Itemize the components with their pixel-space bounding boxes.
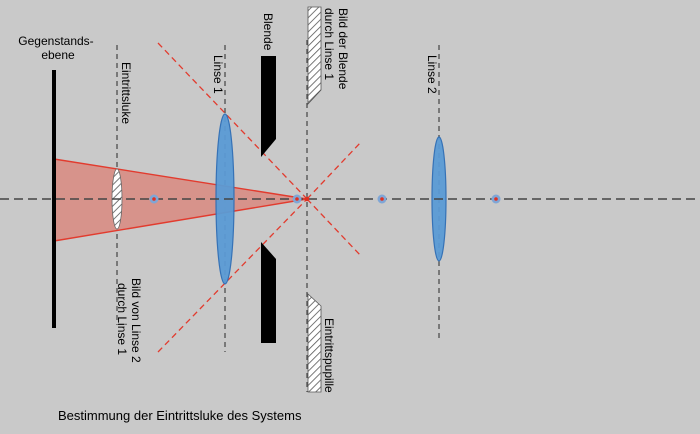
label-lens2-image-line1: Bild von Linse 2: [129, 278, 143, 363]
entrance-pupil-top: [307, 6, 322, 106]
label-entrance-pupil: Eintrittspupille: [322, 318, 336, 393]
caption: Bestimmung der Eintrittsluke des Systems: [58, 408, 302, 423]
ray-lower: [157, 198, 308, 353]
label-object-plane-line2: ebene: [41, 48, 75, 62]
label-object-plane-line1: Gegenstands-: [18, 34, 93, 48]
label-aperture: Blende: [261, 13, 275, 51]
ray-upper-continued: [306, 140, 363, 200]
focal-point-2: [292, 194, 302, 204]
cone-edge-bottom: [53, 198, 308, 242]
ray-lower-continued: [306, 198, 363, 258]
label-entrance-window: Eintrittsluke: [119, 62, 133, 124]
cone-edge-top: [53, 158, 308, 200]
pupil-center-point: [304, 196, 310, 202]
focal-point-3: [377, 194, 387, 204]
object-plane: [52, 70, 56, 328]
ray-upper: [157, 42, 308, 200]
aperture-stop-bottom: [261, 242, 276, 343]
label-aperture-image-line1: Bild der Blende: [336, 8, 350, 90]
label-lens2: Linse 2: [425, 55, 439, 94]
label-lens1: Linse 1: [211, 55, 225, 94]
entrance-pupil-bottom: [307, 293, 322, 393]
label-lens2-image-line2: durch Linse 1: [115, 283, 129, 355]
aperture-stop-top: [261, 56, 276, 157]
ray-cone: [54, 159, 307, 241]
focal-point-1: [149, 194, 159, 204]
focal-point-4: [491, 194, 501, 204]
label-aperture-image-line2: durch Linse 1: [322, 8, 336, 80]
